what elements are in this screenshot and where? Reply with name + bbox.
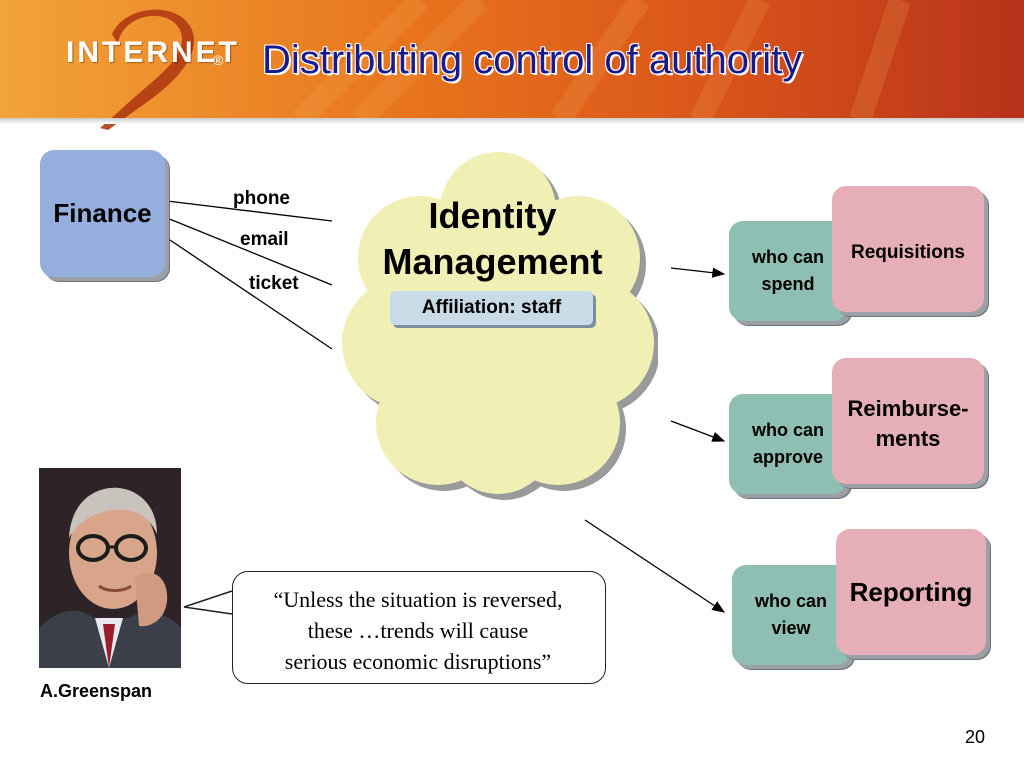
portrait-illustration [39, 468, 181, 668]
logo-registered-mark: ® [213, 52, 224, 68]
ticket-line [166, 237, 333, 350]
attribute-phone: phone [233, 188, 290, 209]
identity-cloud [342, 152, 658, 500]
header-shadow [0, 118, 1024, 124]
affiliation-label: Affiliation: staff [421, 297, 562, 318]
service-reporting: Reporting [836, 529, 986, 655]
identity-management-title: Identity Management [360, 193, 625, 285]
permission-spend-line2: spend [761, 274, 815, 294]
logo-text: INTERNET [66, 36, 240, 69]
permission-approve-line1: who can [751, 420, 824, 440]
arrow-to-spend [670, 267, 726, 278]
service-reporting-label: Reporting [849, 577, 973, 607]
photo-caption: A.Greenspan [40, 681, 153, 701]
quote-pointer [183, 590, 233, 615]
quote-text: “Unless the situation is reversed, these… [240, 584, 596, 677]
service-reimbursements-line2: ments [875, 426, 941, 451]
permission-view-line2: view [771, 618, 811, 638]
quote-line-1: “Unless the situation is reversed, [273, 587, 563, 612]
internet2-logo: INTERNET ® [0, 0, 260, 131]
quote-line-2: these …trends will cause [307, 618, 529, 643]
greenspan-photo [39, 468, 181, 668]
page-number: 20 [965, 727, 986, 747]
permission-approve: who can approve [729, 394, 847, 494]
service-reimbursements-line1: Reimburse- [847, 396, 969, 421]
affiliation-tag: Affiliation: staff [390, 291, 593, 325]
idm-line-2: Management [382, 241, 603, 282]
header-stripes [292, 0, 911, 120]
quote-line-3: serious economic disruptions” [284, 649, 552, 674]
permission-view-line1: who can [754, 591, 827, 611]
idm-line-1: Identity [428, 195, 557, 236]
slide-title: Distributing control of authority [262, 38, 803, 82]
permission-spend: who can spend [729, 221, 847, 321]
quote-callout [232, 571, 606, 684]
logo-two-mark [100, 9, 195, 131]
arrow-to-approve [670, 420, 726, 442]
attribute-ticket: ticket [249, 273, 299, 294]
email-line [166, 217, 333, 286]
finance-label: Finance [53, 198, 152, 228]
finance-box: Finance [40, 150, 165, 277]
permission-view: who can view [732, 565, 850, 665]
permission-approve-line2: approve [752, 447, 823, 467]
attribute-email: email [240, 229, 289, 250]
arrow-to-view [584, 519, 726, 613]
service-reimbursements: Reimburse- ments [832, 358, 984, 484]
permission-spend-line1: who can [751, 247, 824, 267]
service-requisitions-label: Requisitions [850, 242, 965, 263]
service-requisitions: Requisitions [832, 186, 984, 312]
phone-line [166, 200, 333, 222]
